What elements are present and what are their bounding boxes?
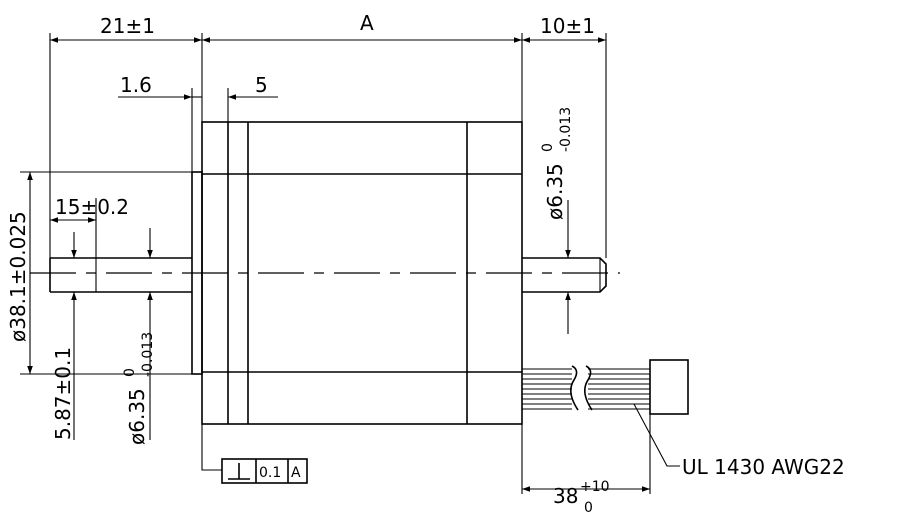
front-shaft-tol-lower: -0.013: [140, 332, 156, 377]
dim-body-length: A: [360, 11, 374, 35]
dim-flat-length: 15±0.2: [55, 195, 129, 219]
lead-length: 38: [553, 484, 578, 508]
dim-flat-depth: 5.87±0.1: [51, 347, 75, 440]
tolerance-value: 0.1: [259, 465, 281, 481]
dim-boss-depth: 5: [255, 73, 268, 97]
rear-shaft-dia: ø6.35: [543, 163, 567, 220]
perpendicularity-symbol-icon: [228, 463, 250, 480]
lead-tol-lower: 0: [584, 500, 593, 516]
tolerance-frame: [221, 458, 308, 484]
motor-outline: [30, 121, 620, 425]
extension-lines: [20, 33, 651, 494]
dim-rear-shaft: 10±1: [540, 14, 595, 38]
dim-line-flat-length: [50, 198, 97, 223]
dim-lead-length: 38 +10 0: [553, 479, 610, 516]
front-shaft-tol-upper: 0: [122, 368, 138, 377]
tolerance-datum: A: [291, 465, 301, 481]
connector-housing: [649, 359, 689, 415]
dim-front-shaft: ø6.35 0 -0.013: [122, 332, 156, 445]
dim-rear-shaft-dia: ø6.35 0 -0.013: [540, 107, 574, 220]
lead-tol-upper: +10: [580, 479, 610, 495]
lead-wires: [522, 365, 650, 411]
wire-leader: [633, 403, 680, 467]
dim-front-length: 21±1: [100, 14, 155, 38]
dim-flange-thickness: 1.6: [120, 73, 152, 97]
front-shaft-dia: ø6.35: [125, 388, 149, 445]
dim-boss-diameter: ø38.1±0.025: [6, 211, 30, 342]
wire-label: UL 1430 AWG22: [682, 455, 845, 479]
rear-shaft-tol-lower: -0.013: [558, 107, 574, 152]
rear-shaft-tol-upper: 0: [540, 143, 556, 152]
